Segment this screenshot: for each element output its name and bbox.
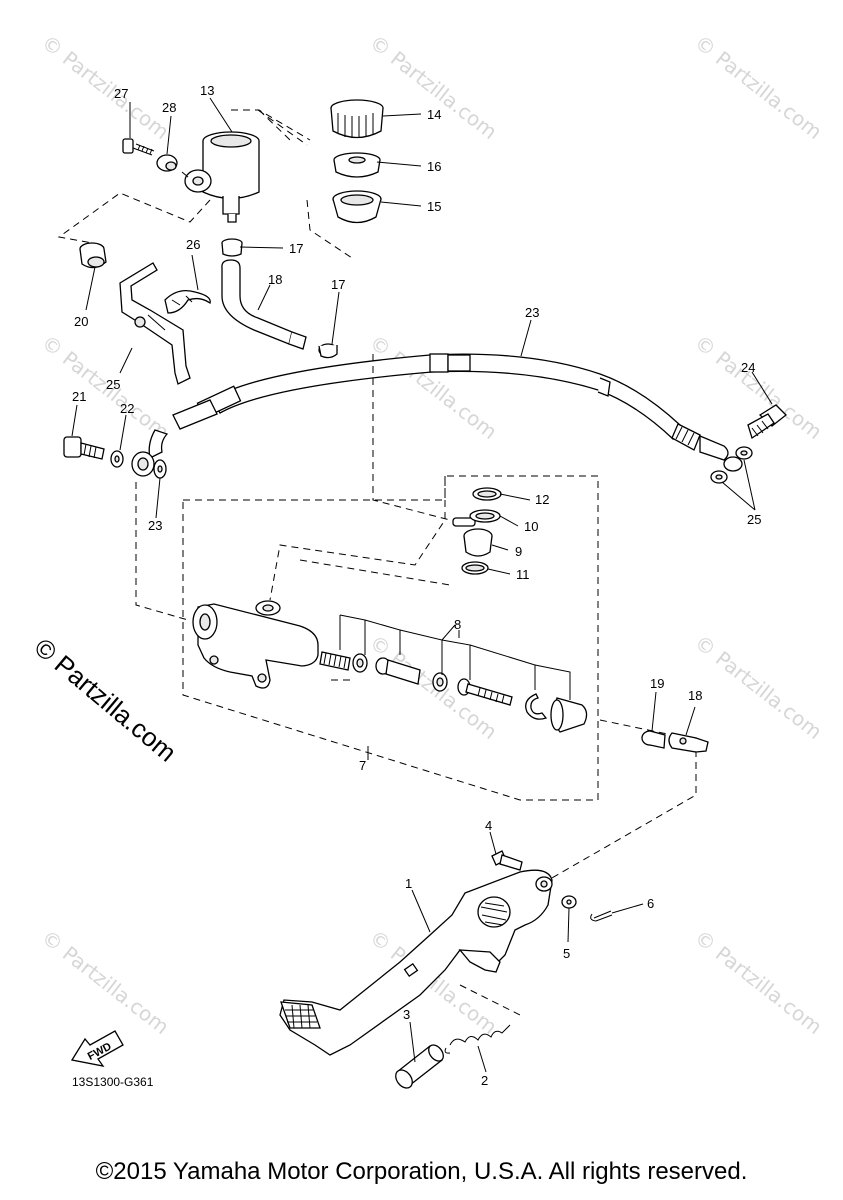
washer-23-right[interactable] [153,459,167,479]
callout-25: 24 [741,360,755,375]
washer-26-upper[interactable] [735,446,753,460]
washer-5[interactable] [561,895,577,909]
reservoir-13[interactable] [184,131,260,223]
callout-27: 25 [106,377,120,392]
callout-11: 11 [516,567,530,582]
plate-16[interactable] [333,152,381,178]
bushing-20[interactable] [641,730,666,749]
joint-19[interactable] [668,732,709,753]
collar-3[interactable] [392,1042,446,1091]
copyright-notice: ©2015 Yamaha Motor Corporation, U.S.A. A… [95,1158,748,1185]
fwd-arrow: FWD [70,1030,124,1067]
callout-23-lower: 23 [148,518,162,533]
ring-12[interactable] [472,487,502,501]
ring-11[interactable] [461,561,489,575]
banjo-right[interactable] [723,456,743,472]
hose-18[interactable] [221,259,307,350]
brake-hose-24[interactable] [148,353,729,461]
callout-17-upper: 17 [289,241,303,256]
callout-23-upper: 22 [120,401,134,416]
piston-kit-8[interactable] [319,651,588,733]
diaphragm-15[interactable] [332,190,382,224]
washer-26-lower[interactable] [710,470,728,484]
bolt-4[interactable] [491,850,523,871]
callout-24: 23 [525,305,539,320]
clip-28[interactable] [164,289,211,314]
callout-12: 12 [535,492,549,507]
brake-pedal-1[interactable] [279,869,553,1056]
ring-10[interactable] [469,509,501,523]
callout-1: 1 [405,876,412,891]
union-bolt-25[interactable] [747,404,787,440]
callout-5: 5 [563,946,570,961]
grommet-21[interactable] [79,242,107,269]
callout-10: 10 [524,519,538,534]
callout-17-lower: 17 [331,277,345,292]
diagram-code: 13S1300-G361 [72,1075,154,1089]
fwd-label: FWD [86,1040,114,1062]
callout-13: 13 [200,83,214,98]
bracket-27[interactable] [119,262,191,385]
callout-16: 16 [427,159,441,174]
banjo-left[interactable] [131,451,155,477]
callout-3: 3 [403,1007,410,1022]
callout-6: 6 [647,896,654,911]
callout-8: 8 [454,617,461,632]
cotter-pin-6[interactable] [590,910,613,922]
union-bolt-22[interactable] [63,436,105,460]
callout-29: 27 [114,86,128,101]
master-cylinder-body[interactable] [192,600,319,689]
callout-14: 14 [427,107,441,122]
callout-28: 26 [186,237,200,252]
washer-23-left[interactable] [110,450,124,468]
callout-21: 20 [74,314,88,329]
grommet-30[interactable] [156,154,189,178]
callout-19: 18 [688,688,702,703]
callout-9: 9 [515,544,522,559]
cap-14[interactable] [330,99,384,139]
callout-4: 4 [485,818,492,833]
callout-22: 21 [72,389,86,404]
kit-box-7 [182,475,599,801]
callout-18: 18 [268,272,282,287]
clamp-17-lower[interactable] [318,343,338,359]
callout-26: 25 [747,512,761,527]
callout-15: 15 [427,199,441,214]
callout-7: 7 [359,758,366,773]
clamp-17-upper[interactable] [221,238,243,257]
callout-2: 2 [481,1073,488,1088]
fitting-9[interactable] [452,517,493,557]
callout-20: 19 [650,676,664,691]
callout-30: 28 [162,100,176,115]
spring-2[interactable] [444,1024,511,1054]
bolt-29[interactable] [122,138,155,156]
